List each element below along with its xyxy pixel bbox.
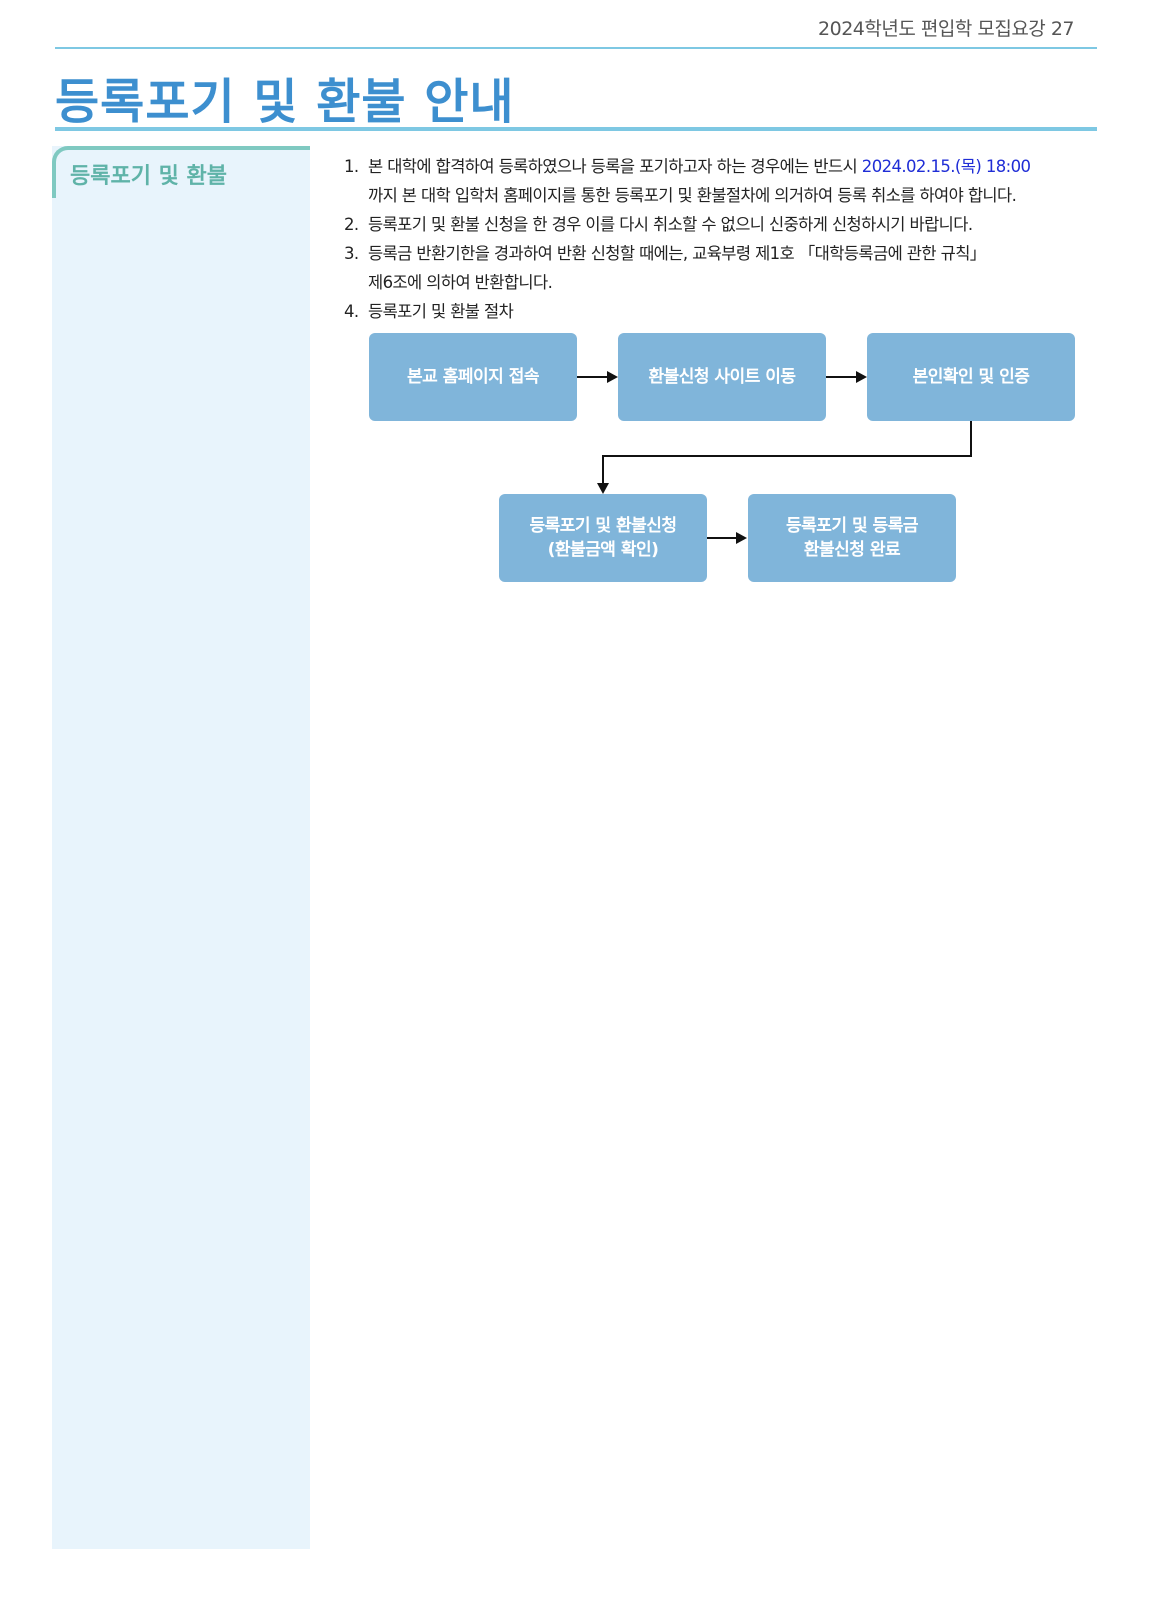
flow-step-complete: 등록포기 및 등록금 환불신청 완료 xyxy=(748,494,956,582)
flow-connector xyxy=(602,455,972,457)
flow-step-homepage: 본교 홈페이지 접속 xyxy=(369,333,577,421)
page-title: 등록포기 및 환불 안내 xyxy=(55,74,515,130)
content-list: 1. 본 대학에 합격하여 등록하였으나 등록을 포기하고자 하는 경우에는 반… xyxy=(344,152,1084,326)
deadline-date: 2024.02.15.(목) 18:00 xyxy=(861,157,1031,176)
item-number: 2. xyxy=(344,215,359,234)
flow-step-label: 등록포기 및 환불신청 xyxy=(529,516,677,536)
title-divider xyxy=(55,127,1097,131)
item-text-part: 등록금 반환기한을 경과하여 반환 신청할 때에는, 교육부령 제1호 「대학등… xyxy=(368,244,986,263)
item-text: 등록포기 및 환불 절차 xyxy=(368,302,514,321)
sidebar-tab xyxy=(52,146,310,198)
list-item: 4. 등록포기 및 환불 절차 xyxy=(344,297,1084,326)
flow-connector xyxy=(826,376,857,378)
list-item: 1. 본 대학에 합격하여 등록하였으나 등록을 포기하고자 하는 경우에는 반… xyxy=(344,152,1084,210)
flow-step-label: (환불금액 확인) xyxy=(547,540,659,560)
top-divider xyxy=(55,47,1097,49)
flow-connector xyxy=(970,421,972,457)
item-number: 4. xyxy=(344,302,359,321)
flow-step-label: 등록포기 및 등록금 xyxy=(786,516,918,536)
list-item: 2. 등록포기 및 환불 신청을 한 경우 이를 다시 취소할 수 없으니 신중… xyxy=(344,210,1084,239)
flow-step-refund-site: 환불신청 사이트 이동 xyxy=(618,333,826,421)
flow-step-label: 본교 홈페이지 접속 xyxy=(407,367,539,387)
item-text: 등록금 반환기한을 경과하여 반환 신청할 때에는, 교육부령 제1호 「대학등… xyxy=(368,239,1084,297)
flow-connector xyxy=(602,455,604,484)
arrow-down-icon xyxy=(597,483,609,494)
item-text: 본 대학에 합격하여 등록하였으나 등록을 포기하고자 하는 경우에는 반드시 … xyxy=(368,152,1084,210)
arrow-right-icon xyxy=(856,371,867,383)
item-text-part: 까지 본 대학 입학처 홈페이지를 통한 등록포기 및 환불절차에 의거하여 등… xyxy=(368,186,1017,205)
flow-step-label: 본인확인 및 인증 xyxy=(912,367,1030,387)
arrow-right-icon xyxy=(607,371,618,383)
item-text-part: 본 대학에 합격하여 등록하였으나 등록을 포기하고자 하는 경우에는 반드시 xyxy=(368,157,862,176)
running-header: 2024학년도 편입학 모집요강 27 xyxy=(818,18,1074,40)
arrow-right-icon xyxy=(736,532,747,544)
item-number: 1. xyxy=(344,157,359,176)
flow-step-label: 환불신청 사이트 이동 xyxy=(648,367,796,387)
flow-connector xyxy=(577,376,608,378)
item-text-part: 제6조에 의하여 반환합니다. xyxy=(368,273,553,292)
flow-step-refund-request: 등록포기 및 환불신청 (환불금액 확인) xyxy=(499,494,707,582)
flow-step-identity-verification: 본인확인 및 인증 xyxy=(867,333,1075,421)
flow-step-label: 환불신청 완료 xyxy=(803,540,901,560)
item-text: 등록포기 및 환불 신청을 한 경우 이를 다시 취소할 수 없으니 신중하게 … xyxy=(368,215,973,234)
item-number: 3. xyxy=(344,244,359,263)
sidebar-panel xyxy=(52,146,310,1549)
sidebar-section-label: 등록포기 및 환불 xyxy=(70,164,227,189)
list-item: 3. 등록금 반환기한을 경과하여 반환 신청할 때에는, 교육부령 제1호 「… xyxy=(344,239,1084,297)
flow-connector xyxy=(707,537,737,539)
